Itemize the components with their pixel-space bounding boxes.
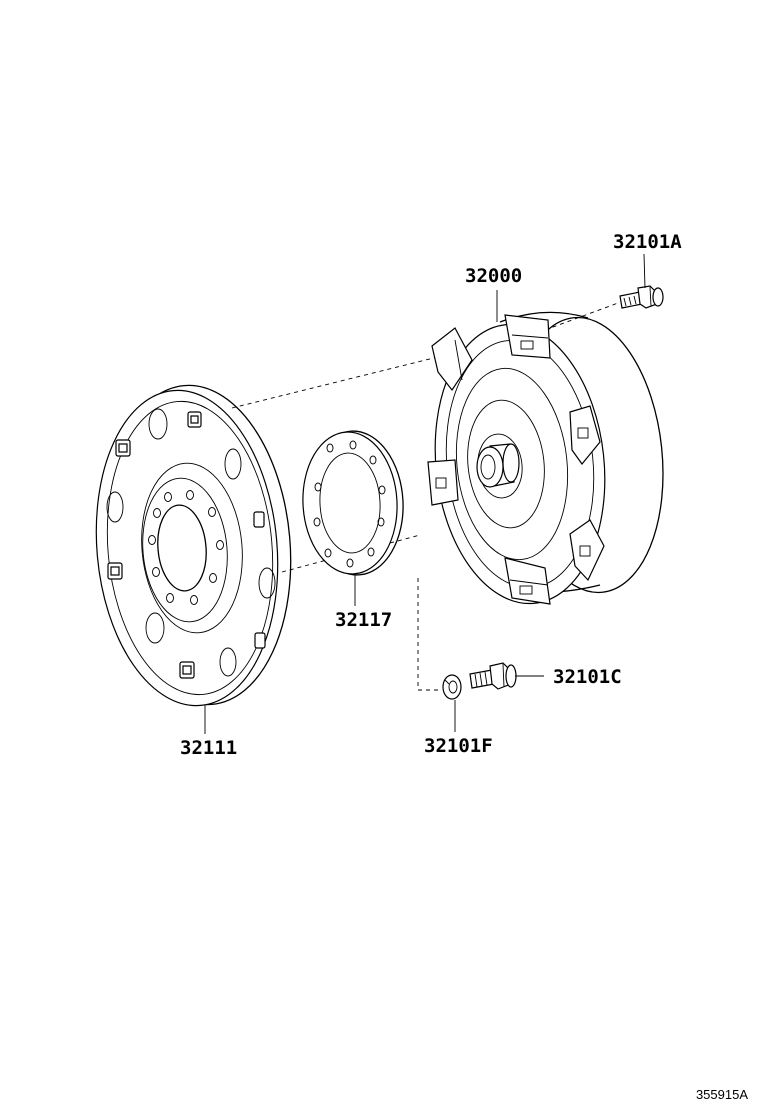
label-washer-f: 32101F [424, 735, 493, 757]
drive-plate-holes [106, 408, 276, 677]
spacer-bolt-holes [313, 440, 386, 568]
washer-f[interactable] [442, 674, 462, 700]
torque-converter[interactable] [422, 310, 676, 612]
label-drive-plate: 32111 [180, 737, 237, 759]
bolt-c[interactable] [469, 662, 517, 690]
drive-plate-bolt-holes [148, 490, 224, 605]
label-converter: 32000 [465, 265, 522, 287]
drawing-reference: 355915A [696, 1087, 748, 1102]
spacer-plate[interactable] [299, 429, 406, 578]
converter-hub [476, 443, 520, 488]
bolt-a[interactable] [619, 285, 664, 309]
label-bolt-c: 32101C [553, 666, 622, 688]
label-spacer: 32117 [335, 609, 392, 631]
label-bolt-a: 32101A [613, 231, 682, 253]
drive-plate-nuts [107, 411, 266, 679]
leader-lines [204, 253, 646, 734]
converter-lugs [427, 314, 605, 605]
drive-plate[interactable] [84, 378, 304, 714]
